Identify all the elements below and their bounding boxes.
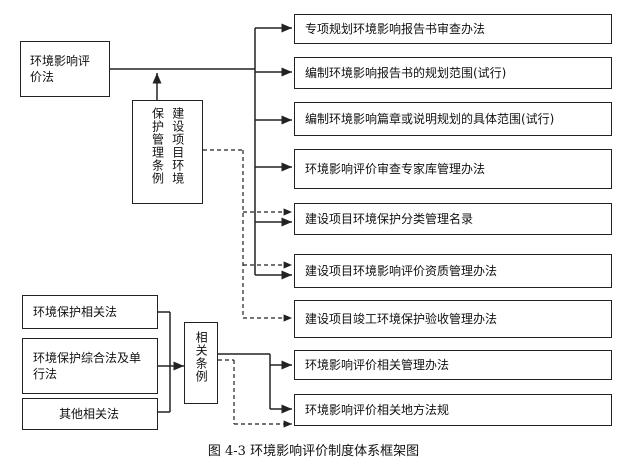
right-box-label: 建设项目竣工环境保护验收管理办法 bbox=[305, 311, 498, 326]
left-box-label: 环境保护相关法 bbox=[33, 304, 118, 319]
main-law-label: 环境影响评价法 bbox=[30, 53, 91, 84]
left-box-other-law: 其他相关法 bbox=[22, 398, 158, 430]
left-box-label: 环境保护综合法及单行法 bbox=[33, 350, 142, 381]
construction-project-regulation-box: 保护管理条例 建设项目环境 bbox=[132, 100, 203, 204]
right-box-3: 编制环境影响篇章或说明规划的具体范围(试行) bbox=[294, 102, 612, 136]
left-box-comprehensive-law: 环境保护综合法及单行法 bbox=[22, 338, 158, 394]
left-box-label: 其他相关法 bbox=[59, 406, 120, 421]
right-box-1: 专项规划环境影响报告书审查办法 bbox=[294, 14, 612, 44]
right-box-label: 环境影响评价审查专家库管理办法 bbox=[305, 161, 486, 176]
right-box-label: 编制环境影响报告书的规划范围(试行) bbox=[305, 65, 507, 80]
right-box-label: 建设项目环境影响评价资质管理办法 bbox=[305, 263, 498, 278]
right-box-4: 环境影响评价审查专家库管理办法 bbox=[294, 149, 612, 189]
regulation-col-left: 建设项目环境 bbox=[170, 107, 185, 185]
figure-caption: 图 4-3 环境影响评价制度体系框架图 bbox=[207, 444, 420, 459]
right-box-5: 建设项目环境保护分类管理名录 bbox=[294, 203, 612, 235]
right-box-7: 建设项目竣工环境保护验收管理办法 bbox=[294, 300, 612, 338]
right-box-6: 建设项目环境影响评价资质管理办法 bbox=[294, 254, 612, 288]
right-box-label: 建设项目环境保护分类管理名录 bbox=[305, 211, 474, 226]
right-box-2: 编制环境影响报告书的规划范围(试行) bbox=[294, 57, 612, 89]
main-law-box: 环境影响评价法 bbox=[20, 41, 110, 97]
right-box-label: 环境影响评价相关地方法规 bbox=[305, 402, 450, 417]
related-regulation-label: 相关条例 bbox=[194, 331, 209, 383]
related-regulation-box: 相关条例 bbox=[184, 322, 218, 404]
regulation-col-right: 保护管理条例 bbox=[150, 107, 165, 185]
right-box-label: 环境影响评价相关管理办法 bbox=[305, 357, 450, 372]
left-box-related-law: 环境保护相关法 bbox=[22, 295, 158, 329]
right-box-label: 编制环境影响篇章或说明规划的具体范围(试行) bbox=[305, 111, 555, 126]
right-box-8: 环境影响评价相关管理办法 bbox=[294, 350, 612, 380]
right-box-label: 专项规划环境影响报告书审查办法 bbox=[305, 21, 486, 36]
right-box-9: 环境影响评价相关地方法规 bbox=[294, 394, 612, 426]
